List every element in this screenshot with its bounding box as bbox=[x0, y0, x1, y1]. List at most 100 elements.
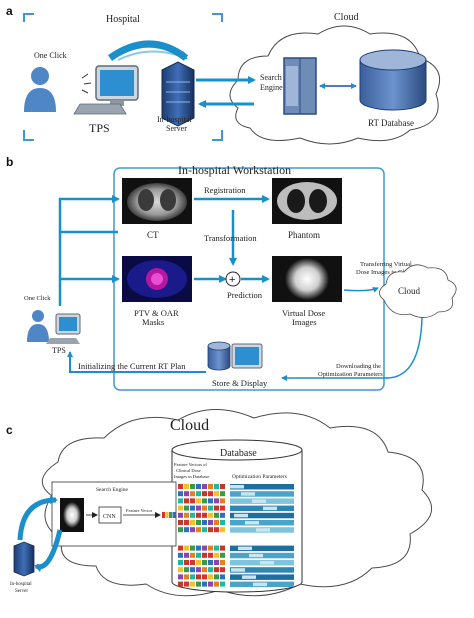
parameter-bar bbox=[230, 484, 294, 490]
parameter-bar bbox=[230, 574, 294, 580]
feature-cell bbox=[184, 567, 189, 573]
feature-cell bbox=[196, 581, 201, 587]
server-label-c-1: In-hospital bbox=[10, 582, 32, 587]
feature-cell bbox=[220, 498, 225, 504]
feature-cell bbox=[184, 560, 189, 565]
feature-cell bbox=[178, 552, 183, 558]
parameter-highlight bbox=[256, 528, 270, 532]
phantom-label: Phantom bbox=[288, 230, 320, 240]
initializing-label: Initializing the Current RT Plan bbox=[78, 361, 186, 371]
tps-monitor-icon bbox=[73, 65, 139, 115]
feature-cell bbox=[208, 520, 213, 525]
cloud-shape-b bbox=[379, 264, 457, 318]
feature-cell bbox=[196, 545, 201, 551]
feature-vector-cell bbox=[165, 512, 169, 518]
feature-cell bbox=[196, 527, 201, 533]
feature-cell bbox=[214, 505, 219, 511]
cnn-box bbox=[98, 506, 122, 524]
feature-cell bbox=[208, 574, 213, 580]
parameter-highlight bbox=[253, 582, 267, 587]
feature-cell bbox=[184, 581, 189, 587]
feature-cell bbox=[220, 527, 225, 533]
panel-b-label: b bbox=[6, 155, 13, 169]
parameter-highlight bbox=[230, 485, 244, 489]
feature-cell bbox=[190, 512, 195, 518]
feature-cell bbox=[202, 498, 207, 504]
store-display-icon bbox=[207, 341, 263, 371]
feature-cell bbox=[184, 545, 189, 551]
transfer-label-1: Transferring Virtual bbox=[360, 261, 412, 268]
feature-cell bbox=[196, 552, 201, 558]
rt-database-label: RT Database bbox=[368, 118, 414, 128]
feature-cell bbox=[220, 581, 225, 587]
hospital-title: Hospital bbox=[106, 14, 140, 25]
feature-cell bbox=[184, 484, 189, 489]
feature-vector-cell bbox=[162, 512, 165, 518]
feature-cell bbox=[214, 552, 219, 558]
feature-cell bbox=[184, 498, 189, 504]
feature-cell bbox=[202, 512, 207, 518]
feature-cell bbox=[208, 545, 213, 551]
feature-cell bbox=[220, 512, 225, 518]
cnn-label: CNN bbox=[103, 514, 116, 520]
optimization-parameters-label: Optimization Parameters bbox=[232, 474, 287, 480]
transformation-label: Transformation bbox=[204, 233, 257, 243]
initializing-arrow bbox=[67, 351, 206, 373]
server-to-tps-arrow bbox=[117, 50, 187, 61]
click-icon bbox=[81, 73, 92, 94]
feature-vectors-label-3: Images in Database bbox=[174, 474, 209, 479]
feature-cell bbox=[208, 512, 213, 518]
cloud-title-c: Cloud bbox=[170, 417, 209, 434]
user-icon bbox=[24, 67, 56, 112]
feature-cell bbox=[214, 498, 219, 504]
tps-label-b: TPS bbox=[52, 346, 66, 355]
feature-cell bbox=[214, 520, 219, 525]
database-title: Database bbox=[220, 448, 257, 459]
parameter-bar bbox=[230, 491, 294, 497]
parameter-bar bbox=[230, 520, 294, 526]
store-display-label: Store & Display bbox=[212, 378, 268, 388]
feature-cell bbox=[184, 552, 189, 558]
feature-cell bbox=[190, 520, 195, 525]
feature-cell bbox=[184, 520, 189, 525]
feature-cell bbox=[190, 581, 195, 587]
user-icon-b bbox=[27, 310, 81, 344]
panel-c: c Cloud Database Feature Vectors of Clin… bbox=[6, 409, 432, 597]
virtual-dose-label-2: Images bbox=[292, 317, 317, 327]
server-label-2: Server bbox=[166, 124, 187, 133]
dose-blob bbox=[63, 502, 81, 528]
feature-cell bbox=[208, 527, 213, 533]
feature-cell bbox=[178, 505, 183, 511]
feature-vector-label: Feature Vector bbox=[126, 508, 153, 513]
feature-vectors-label-2: Clinical Dose bbox=[176, 468, 201, 473]
search-engine-label-1: Search bbox=[260, 73, 282, 82]
virtual-dose-label-1: Virtual Dose bbox=[282, 308, 325, 318]
cloud-title-b: Cloud bbox=[398, 286, 421, 296]
feature-cell bbox=[214, 545, 219, 551]
server-to-engine-arrow bbox=[17, 496, 58, 541]
tps-label: TPS bbox=[89, 121, 110, 135]
feature-cell bbox=[190, 574, 195, 580]
feature-cell bbox=[196, 491, 201, 497]
feature-cell bbox=[214, 527, 219, 533]
feature-cell bbox=[202, 581, 207, 587]
feature-cell bbox=[214, 567, 219, 573]
feature-cell bbox=[202, 574, 207, 580]
feature-cell bbox=[208, 560, 213, 565]
feature-cell bbox=[178, 498, 183, 504]
feature-cell bbox=[220, 560, 225, 565]
feature-cell bbox=[184, 527, 189, 533]
transfer-arrow bbox=[343, 287, 379, 293]
feature-cell bbox=[220, 491, 225, 497]
feature-cell bbox=[202, 520, 207, 525]
feature-cell bbox=[220, 567, 225, 573]
panel-c-label: c bbox=[6, 423, 13, 437]
parameter-highlight bbox=[260, 561, 274, 565]
parameter-bar bbox=[230, 567, 294, 573]
database-rows bbox=[178, 484, 294, 588]
feature-cell bbox=[178, 560, 183, 565]
feature-vector-cell bbox=[169, 512, 172, 518]
server-label-c-2: Server bbox=[15, 589, 28, 594]
feature-cell bbox=[178, 491, 183, 497]
ct-image bbox=[122, 178, 192, 224]
